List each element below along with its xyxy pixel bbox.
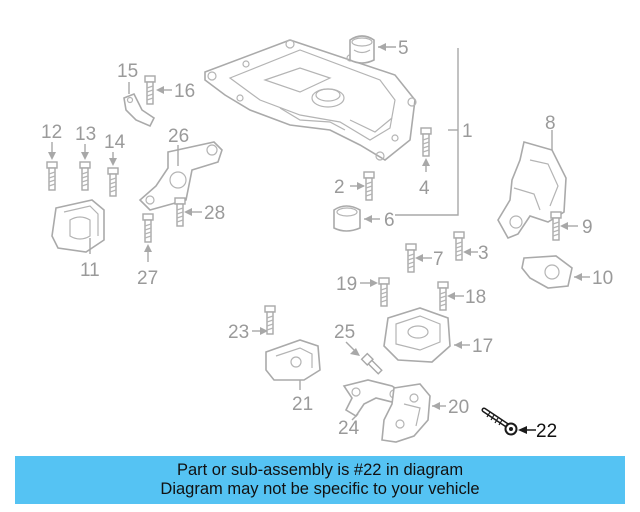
callout-16: 16: [174, 81, 195, 102]
callout-17: 17: [472, 336, 493, 357]
callout-11: 11: [80, 260, 100, 281]
callout-9: 9: [582, 217, 593, 238]
callout-25: 25: [334, 322, 355, 343]
callout-15: 15: [117, 61, 138, 82]
callout-5: 5: [398, 38, 409, 59]
callout-23: 23: [228, 322, 249, 343]
info-banner: Part or sub-assembly is #22 in diagram D…: [15, 456, 625, 504]
callout-28: 28: [204, 203, 225, 224]
transmission-mount-17: [383, 307, 451, 363]
callout-4: 4: [419, 178, 430, 199]
callout-18: 18: [465, 287, 486, 308]
callout-2: 2: [334, 177, 345, 198]
callout-22: 22: [536, 421, 557, 442]
bushing-lower: [333, 205, 361, 232]
callout-26: 26: [168, 126, 189, 147]
callout-19: 19: [336, 274, 357, 295]
bracket-10: [521, 255, 573, 289]
banner-line-2: Diagram may not be specific to your vehi…: [160, 480, 480, 498]
engine-mount-8: [497, 140, 567, 240]
callout-12: 12: [41, 122, 62, 143]
bolt-22-highlighted[interactable]: [481, 407, 518, 436]
torque-rod-26: [138, 141, 223, 211]
subframe-part: [204, 39, 417, 161]
mount-21: [265, 339, 321, 381]
callout-20: 20: [448, 397, 469, 418]
callout-27: 27: [137, 268, 158, 289]
callout-6: 6: [384, 210, 395, 231]
callout-8: 8: [545, 113, 556, 134]
callout-21: 21: [292, 394, 313, 415]
callout-24: 24: [338, 418, 360, 439]
bushing-upper: [349, 35, 375, 64]
callout-10: 10: [592, 268, 613, 289]
callout-13: 13: [75, 124, 96, 145]
bracket-15: [123, 92, 156, 128]
bracket-20: [381, 383, 431, 443]
callout-3: 3: [478, 243, 489, 264]
callout-7: 7: [433, 249, 444, 270]
engine-mount-11: [51, 199, 105, 253]
callout-14: 14: [104, 132, 126, 153]
banner-line-1: Part or sub-assembly is #22 in diagram: [176, 461, 464, 479]
callout-1: 1: [462, 121, 473, 142]
bolt-25: [360, 352, 383, 375]
